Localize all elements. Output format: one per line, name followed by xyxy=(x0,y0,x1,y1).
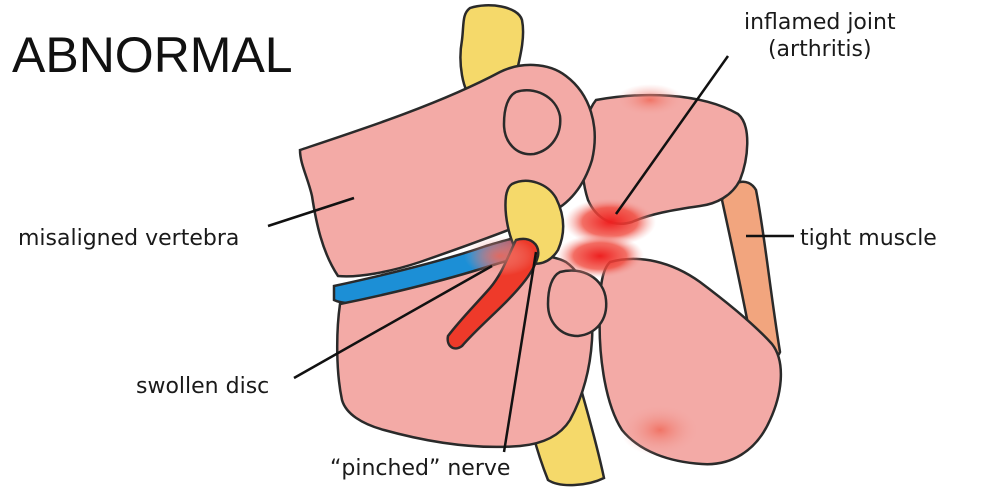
label-misaligned-vertebra: misaligned vertebra xyxy=(18,226,240,251)
inflammation-glow-disc xyxy=(464,236,536,276)
label-inflamed-joint: inflamed joint (arthritis) xyxy=(744,10,896,64)
leader-misaligned-vertebra xyxy=(267,196,355,228)
inflammation-glow-upper xyxy=(616,84,684,116)
page-title: ABNORMAL xyxy=(12,27,293,83)
upper-pedicle xyxy=(502,89,562,156)
label-tight-muscle: tight muscle xyxy=(800,226,937,251)
label-inflamed-joint-line1: inflamed joint xyxy=(744,10,896,35)
label-inflamed-joint-line2: (arthritis) xyxy=(767,36,872,62)
label-swollen-disc: swollen disc xyxy=(136,374,270,399)
label-pinched-nerve: “pinched” nerve xyxy=(330,456,511,481)
inflammation-glow-lower xyxy=(620,404,700,456)
tight-muscle-shape xyxy=(720,180,782,363)
inflammation-glow-joint-lower xyxy=(556,234,644,278)
leader-inflamed-joint xyxy=(614,55,730,215)
leader-pinched-nerve xyxy=(502,251,538,453)
inflammation-glow-joint xyxy=(564,198,656,246)
upper-posterior-element xyxy=(580,93,749,225)
leader-swollen-disc xyxy=(293,264,493,380)
lower-pedicle xyxy=(546,269,608,338)
